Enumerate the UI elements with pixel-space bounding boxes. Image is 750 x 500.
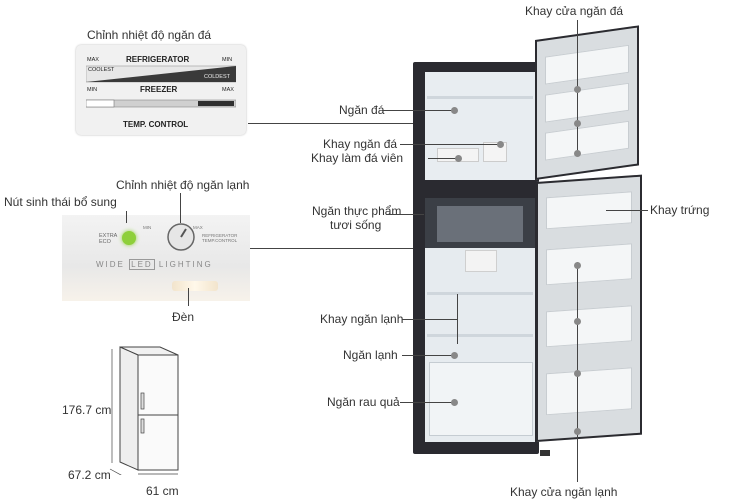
refrigerator-heading: REFRIGERATOR — [126, 55, 190, 64]
refrigerator-max-label: MAX — [87, 57, 99, 63]
freezer-shelf — [427, 96, 533, 99]
fridge-compartment-marker — [451, 352, 458, 359]
fridge-door-shelf-2 — [546, 305, 632, 348]
fresh-food-line — [386, 214, 424, 215]
fridge-door-tray-label: Khay cửa ngăn lạnh — [510, 485, 618, 499]
fridge-door-shelf-1 — [546, 243, 632, 286]
control-strip-connector — [250, 248, 436, 249]
freezer-temp-control-panel: MAX REFRIGERATOR MIN COOLEST COLDEST MIN… — [76, 45, 246, 135]
fridge-compartment-line — [402, 355, 454, 356]
ice-cube-tray-label: Khay làm đá viên — [311, 151, 404, 165]
freezer-min-label: MIN — [87, 87, 98, 93]
temp-control-caption: TEMP. CONTROL — [123, 120, 189, 129]
vegetable-drawer — [429, 362, 533, 436]
freezer-door-tray-label: Khay cửa ngăn đá — [525, 4, 624, 18]
freezer-door-marker-1 — [574, 86, 581, 93]
fresh-food-label-line1: Ngăn thực phẩm — [312, 204, 402, 218]
freezer-compartment-label: Ngăn đá — [339, 103, 385, 117]
lighting-text: LIGHTING — [158, 260, 213, 269]
led-text: LED — [129, 259, 155, 270]
freezer-compartment-marker — [451, 107, 458, 114]
fresh-food-label-line2: tươi sống — [330, 218, 382, 232]
freezer-compartment-line — [382, 110, 454, 111]
eco-button[interactable] — [122, 231, 136, 245]
fresh-food-drawer-front — [437, 206, 523, 242]
dial-max-text: MAX — [193, 225, 203, 230]
ice-cube-tray-line — [428, 158, 458, 159]
vegetable-drawer-marker — [451, 399, 458, 406]
freezer-max-label: MAX — [222, 87, 234, 93]
wide-text: WIDE — [96, 260, 125, 269]
egg-tray-label: Khay trứng — [650, 203, 710, 217]
refrigerator-min-label: MIN — [222, 57, 233, 63]
control-strip: EXTRA ECO MIN MAX REFRIGERATOR TEMP.CONT… — [62, 215, 250, 301]
ice-tray-label: Khay ngăn đá — [323, 137, 398, 151]
fridge-control-label-sticker — [465, 250, 497, 272]
fridge-door[interactable] — [536, 174, 642, 442]
eco-callout-line — [126, 211, 127, 223]
fridge-door-marker-3 — [574, 370, 581, 377]
freezer-slider-track — [86, 99, 236, 108]
wide-led-lighting-text: WIDE LED LIGHTING — [96, 259, 213, 270]
egg-tray-line — [606, 210, 648, 211]
ice-tray-marker — [497, 141, 504, 148]
coolest-label: COOLEST — [88, 67, 115, 73]
fridge-temp-dial[interactable] — [165, 221, 197, 253]
freezer-temp-control-label: Chỉnh nhiệt độ ngăn đá — [87, 28, 212, 42]
dial-min-text: MIN — [143, 225, 152, 230]
fridge-foot — [540, 450, 550, 456]
fridge-shelf-1 — [427, 292, 533, 295]
fridge-temp-callout-line — [180, 193, 181, 223]
fridge-shelf-label: Khay ngăn lạnh — [320, 312, 404, 326]
vegetable-drawer-line — [400, 402, 454, 403]
refrigerator-temp-control-text: REFRIGERATOR TEMP.CONTROL — [202, 233, 238, 243]
dimension-sketch — [109, 346, 179, 475]
ice-cube-tray-marker — [455, 155, 462, 162]
fridge-door-marker-2 — [574, 318, 581, 325]
fridge-door-marker-1 — [574, 262, 581, 269]
freezer-door-marker-3 — [574, 150, 581, 157]
fridge-door-shelf-3 — [546, 367, 632, 416]
freezer-door[interactable] — [535, 25, 639, 180]
coldest-label: COLDEST — [204, 74, 230, 80]
led-light — [172, 281, 218, 291]
width-dimension: 61 cm — [146, 484, 179, 498]
eco-button-label: Nút sinh thái bổ sung — [4, 195, 117, 209]
fridge-shelf-line — [402, 319, 458, 320]
vegetable-drawer-label: Ngăn rau quả — [327, 395, 400, 409]
compartment-divider — [413, 180, 539, 198]
freezer-door-shelf-2 — [545, 82, 629, 123]
freezer-panel-connector — [248, 123, 448, 124]
fridge-shelf-bracket — [457, 294, 458, 344]
freezer-cabinet — [425, 72, 535, 180]
freezer-door-shelf-1 — [545, 44, 629, 85]
fridge-compartment-label: Ngăn lạnh — [343, 348, 398, 362]
extra-eco-text: EXTRA ECO — [99, 233, 118, 245]
ice-tray-line — [400, 144, 500, 145]
light-callout-line — [188, 288, 189, 306]
refrigerator-scale-wedge — [86, 65, 236, 83]
fridge-shelf-2 — [427, 334, 533, 337]
fridge-temp-control-label: Chỉnh nhiệt độ ngăn lạnh — [116, 178, 250, 192]
light-label: Đèn — [172, 310, 195, 324]
freezer-door-marker-2 — [574, 120, 581, 127]
fridge-body — [413, 62, 539, 454]
fridge-door-marker-4 — [574, 428, 581, 435]
freezer-door-shelf-3 — [545, 120, 629, 161]
depth-dimension: 67.2 cm — [68, 468, 111, 482]
freezer-heading: FREEZER — [140, 85, 178, 94]
height-dimension: 176.7 cm — [62, 403, 112, 417]
